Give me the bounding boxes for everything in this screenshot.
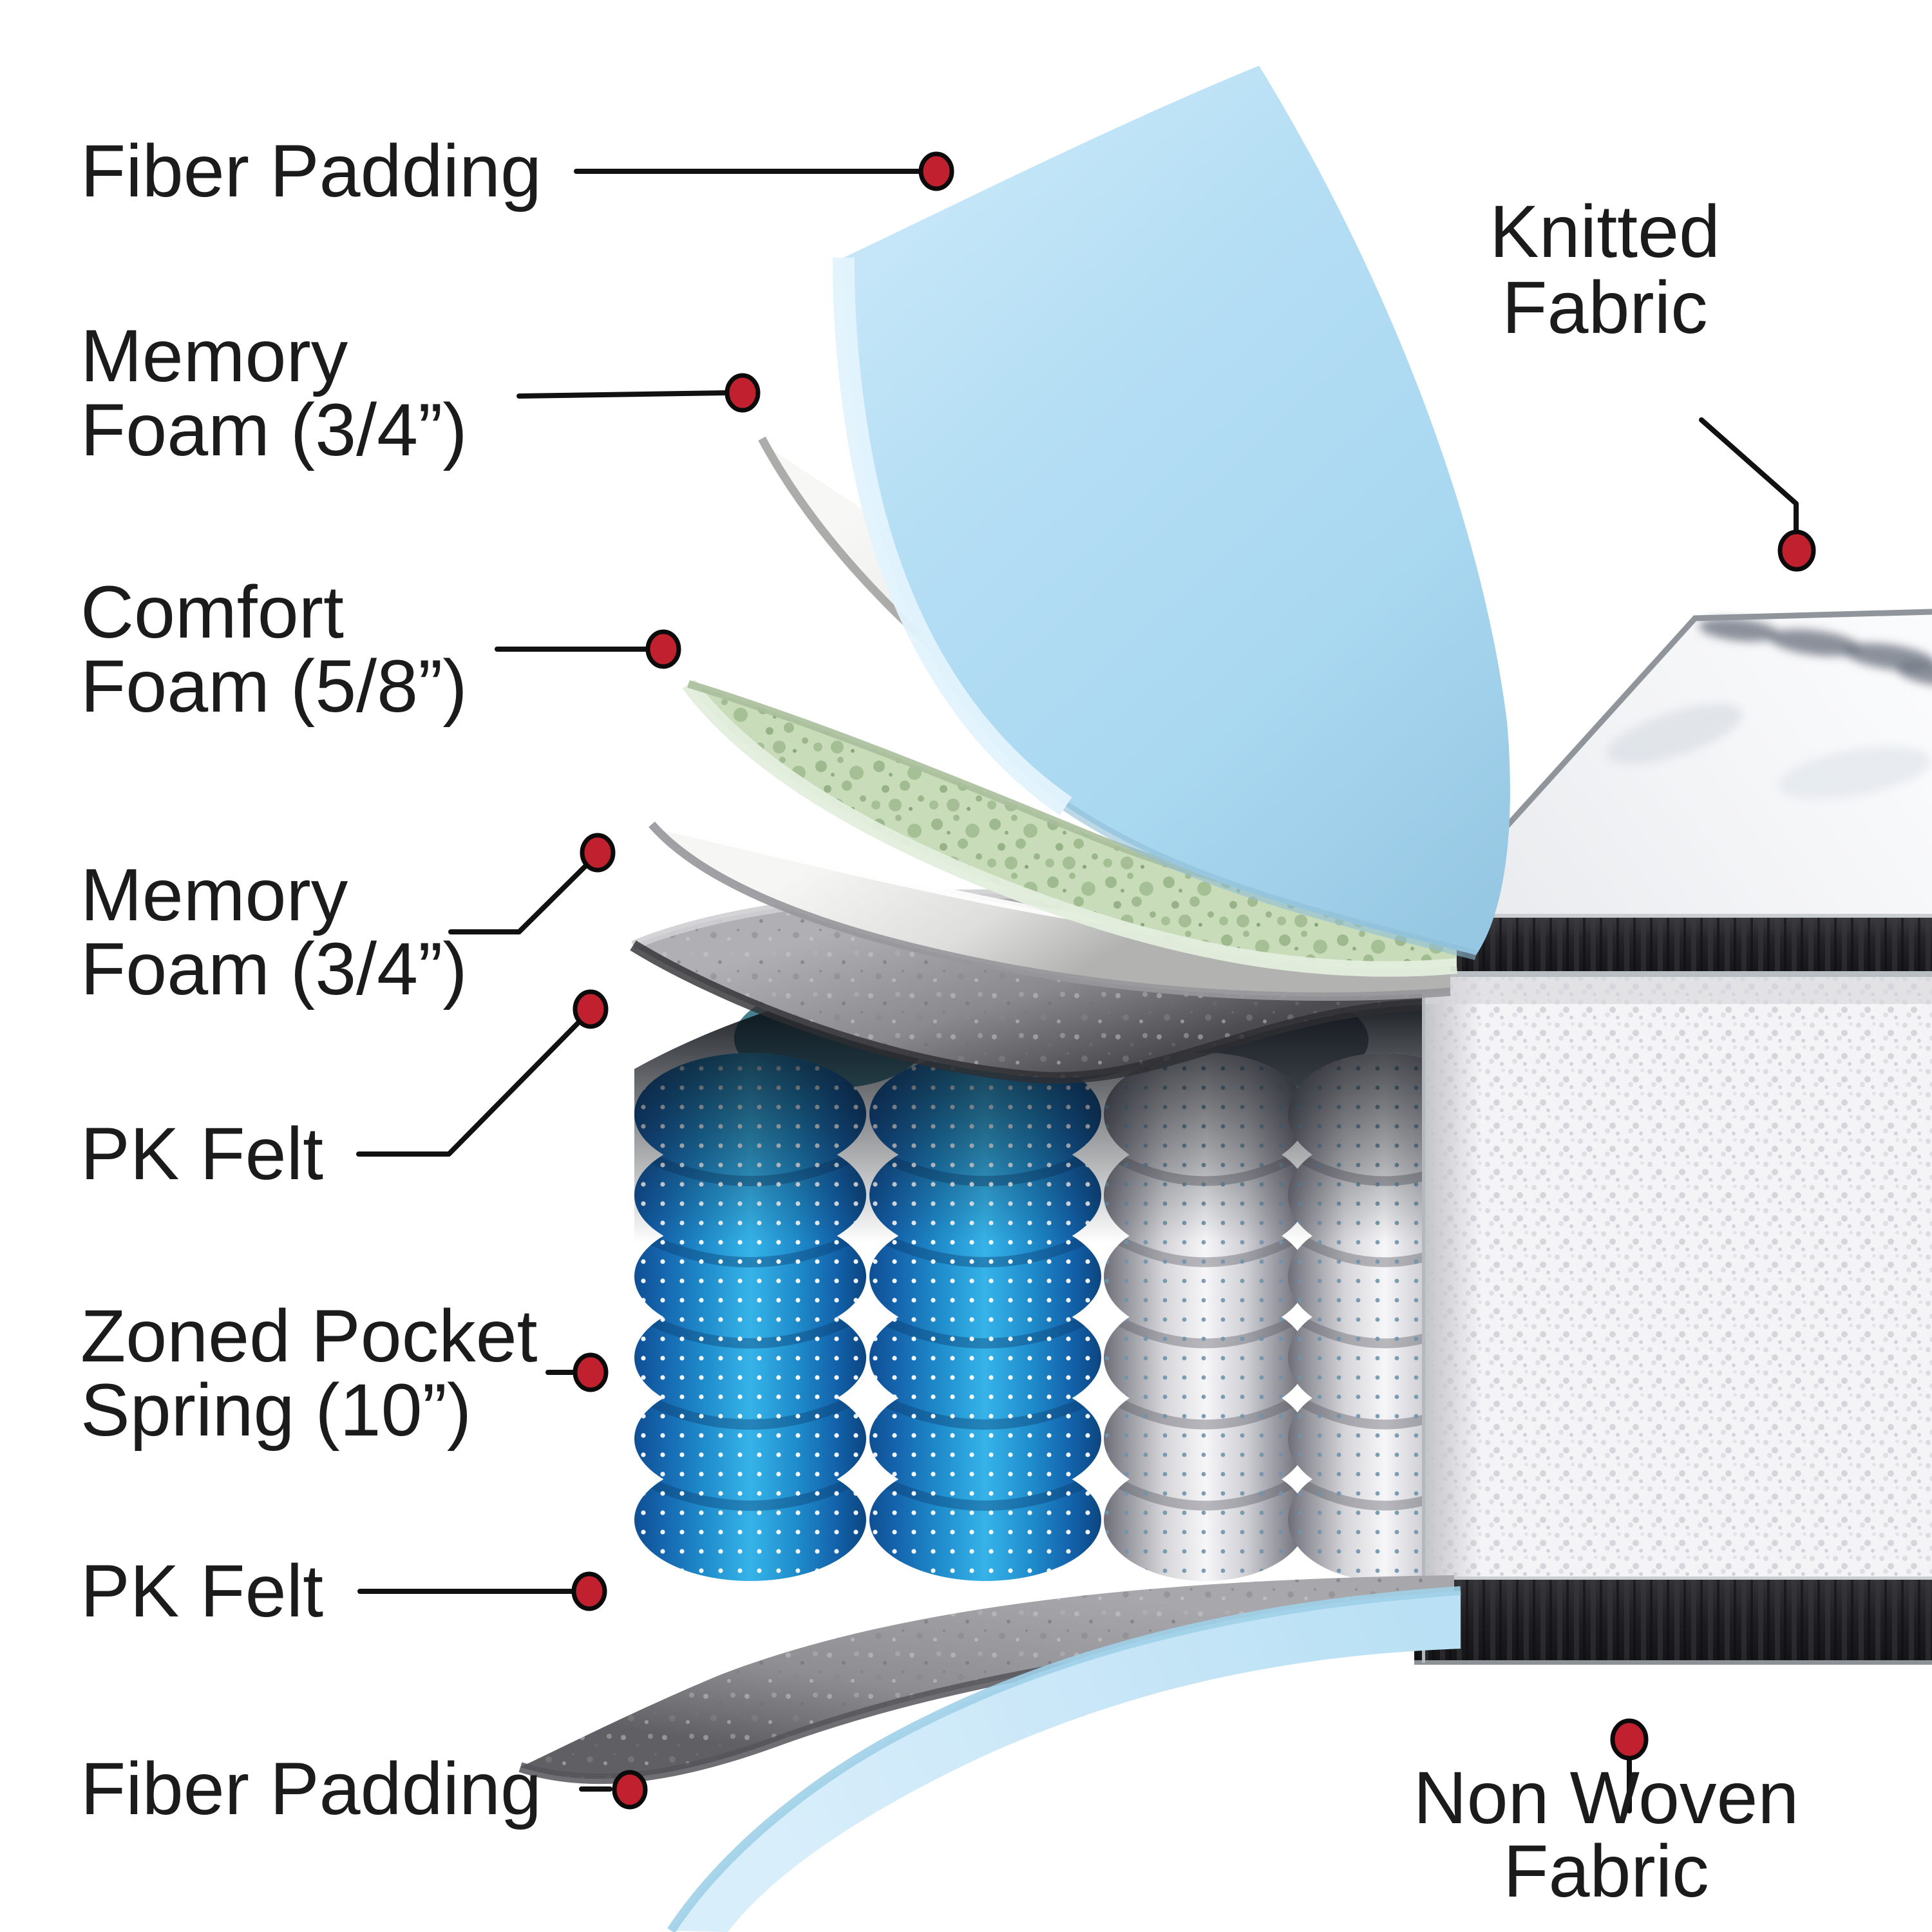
label-comfort-foam-line1: Comfort [80, 571, 344, 654]
label-pk-felt-lower: PK Felt [80, 1550, 323, 1633]
knitted-fabric-top-surface [1425, 612, 1932, 917]
label-knitted-fabric-line1: Knitted [1490, 191, 1720, 273]
label-pk-felt-upper: PK Felt [80, 1113, 323, 1195]
mattress-block [1414, 609, 1932, 1665]
label-knitted-fabric-line2: Fabric [1502, 267, 1708, 349]
callout-dot-knitted-fabric [1777, 529, 1816, 572]
fiber-padding-top-sheet [832, 66, 1510, 960]
pocket-spring-blue-2 [869, 1053, 1101, 1581]
fiber-padding-bottom-sheet [667, 1586, 1461, 1932]
callout-dot-zoned-pocket-spring [573, 1352, 609, 1392]
layer-labels: Fiber Padding Memory Foam (3/4”) Comfort… [80, 130, 1799, 1913]
callout-line-memory-foam-lower [448, 860, 591, 934]
label-non-woven-fabric-line2: Fabric [1503, 1830, 1709, 1913]
label-fiber-padding-bottom: Fiber Padding [80, 1748, 542, 1830]
label-memory-foam-upper-line1: Memory [80, 315, 348, 397]
callout-dot-fiber-padding-top [918, 151, 954, 191]
label-memory-foam-lower-line1: Memory [80, 854, 348, 936]
callout-dot-pk-felt-upper [573, 989, 609, 1029]
callout-dot-memory-foam-upper [724, 373, 761, 413]
quilt-marks [1606, 618, 1932, 800]
callout-line-memory-foam-upper [516, 390, 729, 399]
callout-line-pk-felt-upper [356, 1017, 584, 1157]
pocket-spring-blue-1 [634, 1053, 866, 1581]
label-fiber-padding-top: Fiber Padding [80, 130, 542, 213]
callout-dot-comfort-foam [645, 629, 681, 669]
label-comfort-foam-line2: Foam (5/8”) [80, 645, 468, 728]
label-zoned-pocket-spring-line2: Spring (10”) [80, 1369, 471, 1452]
callout-dots [571, 151, 1816, 1810]
top-surface-edge [1422, 609, 1932, 920]
label-zoned-pocket-spring-line1: Zoned Pocket [80, 1295, 538, 1378]
callout-dot-non-woven-fabric [1610, 1718, 1649, 1761]
callout-dot-fiber-padding-bottom [612, 1770, 648, 1810]
callout-line-knitted-fabric [1699, 417, 1799, 536]
label-memory-foam-upper-line2: Foam (3/4”) [80, 389, 468, 471]
callout-dot-memory-foam-lower [580, 833, 616, 873]
callout-lines [356, 169, 1799, 1814]
label-memory-foam-lower-line2: Foam (3/4”) [80, 928, 468, 1010]
callout-dot-pk-felt-lower [571, 1571, 607, 1611]
label-non-woven-fabric-line1: Non Woven [1414, 1757, 1799, 1839]
block-left-edge [1422, 917, 1425, 1663]
pocket-spring-unit [634, 952, 1481, 1581]
pocket-spring-silver-1 [1104, 1053, 1307, 1581]
fiber-padding-cut-edge [832, 257, 1072, 815]
